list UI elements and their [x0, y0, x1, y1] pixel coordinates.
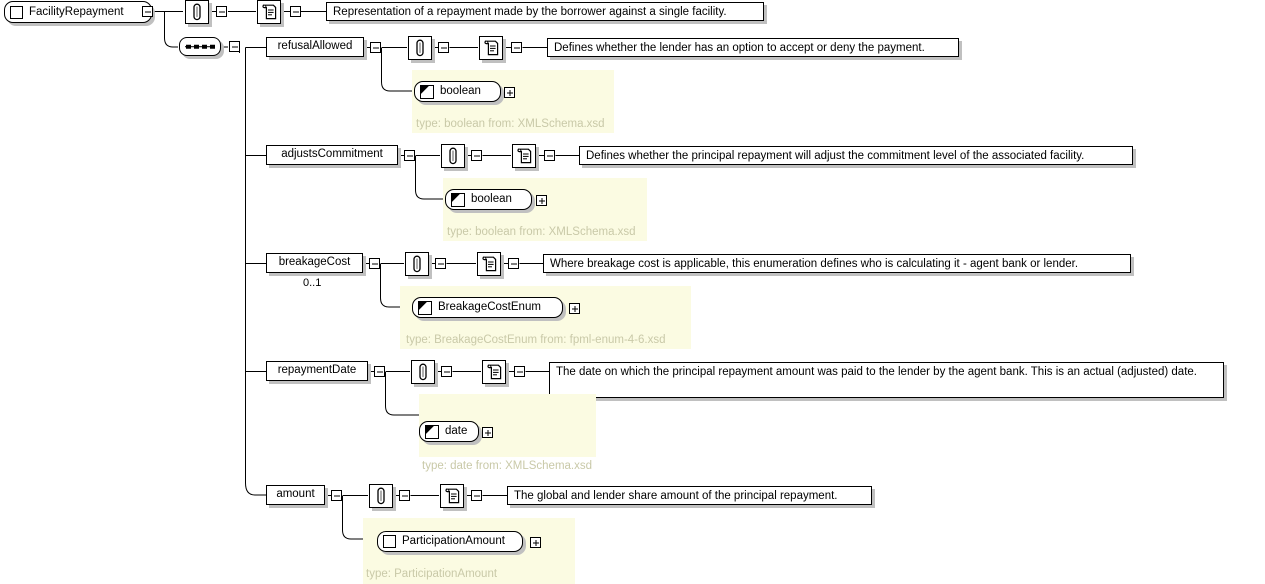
simple-type-icon: [425, 424, 439, 439]
element-refusalallowed[interactable]: refusalAllowed: [266, 37, 364, 57]
sequence-line: [185, 45, 215, 48]
type-node-participationamount-label: ParticipationAmount: [402, 535, 505, 547]
element-refusalallowed-documentation-text: Defines whether the lender has an option…: [547, 38, 959, 57]
element-breakagecost-annotation-toggle[interactable]: [435, 258, 446, 269]
type-node-boolean-1[interactable]: boolean: [414, 81, 501, 102]
sequence-toggle[interactable]: [229, 41, 240, 52]
sequence-dot: [202, 44, 207, 49]
type-node-boolean-2-expand[interactable]: [536, 195, 547, 206]
root-element-facilityrepayment[interactable]: FacilityRepayment: [4, 1, 152, 23]
element-repaymentdate-documentation-text: The date on which the principal repaymen…: [549, 362, 1224, 398]
annotation-paperclip-icon[interactable]: [405, 252, 429, 276]
simple-type-icon: [451, 192, 465, 207]
element-adjustscommitment[interactable]: adjustsCommitment: [266, 145, 398, 165]
complex-type-square-icon: [383, 535, 396, 548]
type-node-boolean-2[interactable]: boolean: [445, 189, 532, 210]
annotation-paperclip-icon[interactable]: [441, 144, 465, 168]
type-node-date[interactable]: date: [419, 421, 479, 442]
sequence-dot: [210, 44, 215, 49]
annotation-paperclip-icon[interactable]: [369, 484, 393, 508]
element-amount-label: amount: [276, 488, 315, 501]
type-node-boolean-1-label: boolean: [440, 85, 481, 97]
type-node-breakagecostenum[interactable]: BreakageCostEnum: [412, 297, 563, 318]
element-amount-toggle[interactable]: [331, 490, 342, 501]
element-breakagecost[interactable]: breakageCost: [266, 253, 363, 273]
documentation-scroll-icon[interactable]: [440, 484, 464, 508]
root-toggle[interactable]: [142, 6, 153, 17]
element-breakagecost-documentation-text: Where breakage cost is applicable, this …: [543, 254, 1131, 273]
element-refusalallowed-toggle[interactable]: [370, 42, 381, 53]
type-node-boolean-2-label: boolean: [471, 193, 512, 205]
root-annotation-toggle[interactable]: [216, 6, 227, 17]
annotation-paperclip-icon[interactable]: [411, 360, 435, 384]
element-amount-annotation-toggle[interactable]: [399, 490, 410, 501]
sequence-compositor-node[interactable]: [179, 37, 221, 56]
element-repaymentdate-annotation-toggle[interactable]: [441, 366, 452, 377]
element-breakagecost-documentation-toggle[interactable]: [508, 258, 519, 269]
element-amount[interactable]: amount: [266, 485, 325, 505]
complex-type-square-icon: [10, 5, 23, 19]
root-documentation-toggle[interactable]: [290, 6, 301, 17]
element-breakagecost-label: breakageCost: [278, 256, 351, 269]
element-refusalallowed-label: refusalAllowed: [277, 40, 353, 53]
annotation-paperclip-icon[interactable]: [185, 0, 209, 24]
type-node-breakagecostenum-expand[interactable]: [569, 303, 580, 314]
type-node-participationamount[interactable]: ParticipationAmount: [377, 531, 523, 552]
element-breakagecost-cardinality: 0..1: [303, 277, 322, 289]
element-amount-documentation-toggle[interactable]: [471, 490, 482, 501]
element-repaymentdate-documentation-toggle[interactable]: [514, 366, 525, 377]
type-caption-boolean-2: type: boolean from: XMLSchema.xsd: [447, 226, 636, 238]
element-repaymentdate-toggle[interactable]: [374, 366, 385, 377]
documentation-scroll-icon[interactable]: [477, 252, 501, 276]
simple-type-icon: [420, 84, 434, 99]
type-node-date-expand[interactable]: [482, 427, 493, 438]
element-amount-documentation-text: The global and lender share amount of th…: [507, 486, 872, 505]
simple-type-icon: [418, 300, 432, 315]
documentation-scroll-icon[interactable]: [479, 36, 503, 60]
element-adjustscommitment-toggle[interactable]: [404, 150, 415, 161]
type-node-participationamount-expand[interactable]: [530, 537, 541, 548]
element-refusalallowed-documentation-toggle[interactable]: [511, 42, 522, 53]
root-element-label: FacilityRepayment: [29, 5, 124, 18]
sequence-dot: [186, 44, 191, 49]
type-caption-date: type: date from: XMLSchema.xsd: [422, 460, 593, 472]
type-node-boolean-1-expand[interactable]: [504, 87, 515, 98]
element-adjustscommitment-documentation-toggle[interactable]: [544, 150, 555, 161]
type-caption-boolean-1: type: boolean from: XMLSchema.xsd: [416, 118, 605, 130]
type-node-breakagecostenum-label: BreakageCostEnum: [438, 301, 541, 313]
element-adjustscommitment-documentation-text: Defines whether the principal repayment …: [579, 146, 1133, 165]
type-caption-breakagecostenum: type: BreakageCostEnum from: fpml-enum-4…: [406, 334, 666, 346]
element-repaymentdate[interactable]: repaymentDate: [266, 361, 368, 381]
type-caption-participationamount: type: ParticipationAmount: [366, 568, 498, 580]
root-documentation-text: Representation of a repayment made by th…: [326, 2, 764, 21]
element-breakagecost-toggle[interactable]: [369, 258, 380, 269]
annotation-paperclip-icon[interactable]: [408, 36, 432, 60]
documentation-scroll-icon[interactable]: [512, 144, 536, 168]
sequence-dot: [194, 44, 199, 49]
element-refusalallowed-annotation-toggle[interactable]: [438, 42, 449, 53]
element-adjustscommitment-annotation-toggle[interactable]: [471, 150, 482, 161]
documentation-scroll-icon[interactable]: [257, 0, 281, 24]
element-adjustscommitment-label: adjustsCommitment: [281, 148, 383, 161]
element-repaymentdate-label: repaymentDate: [277, 364, 357, 377]
type-node-date-label: date: [445, 425, 468, 437]
documentation-scroll-icon[interactable]: [482, 360, 506, 384]
